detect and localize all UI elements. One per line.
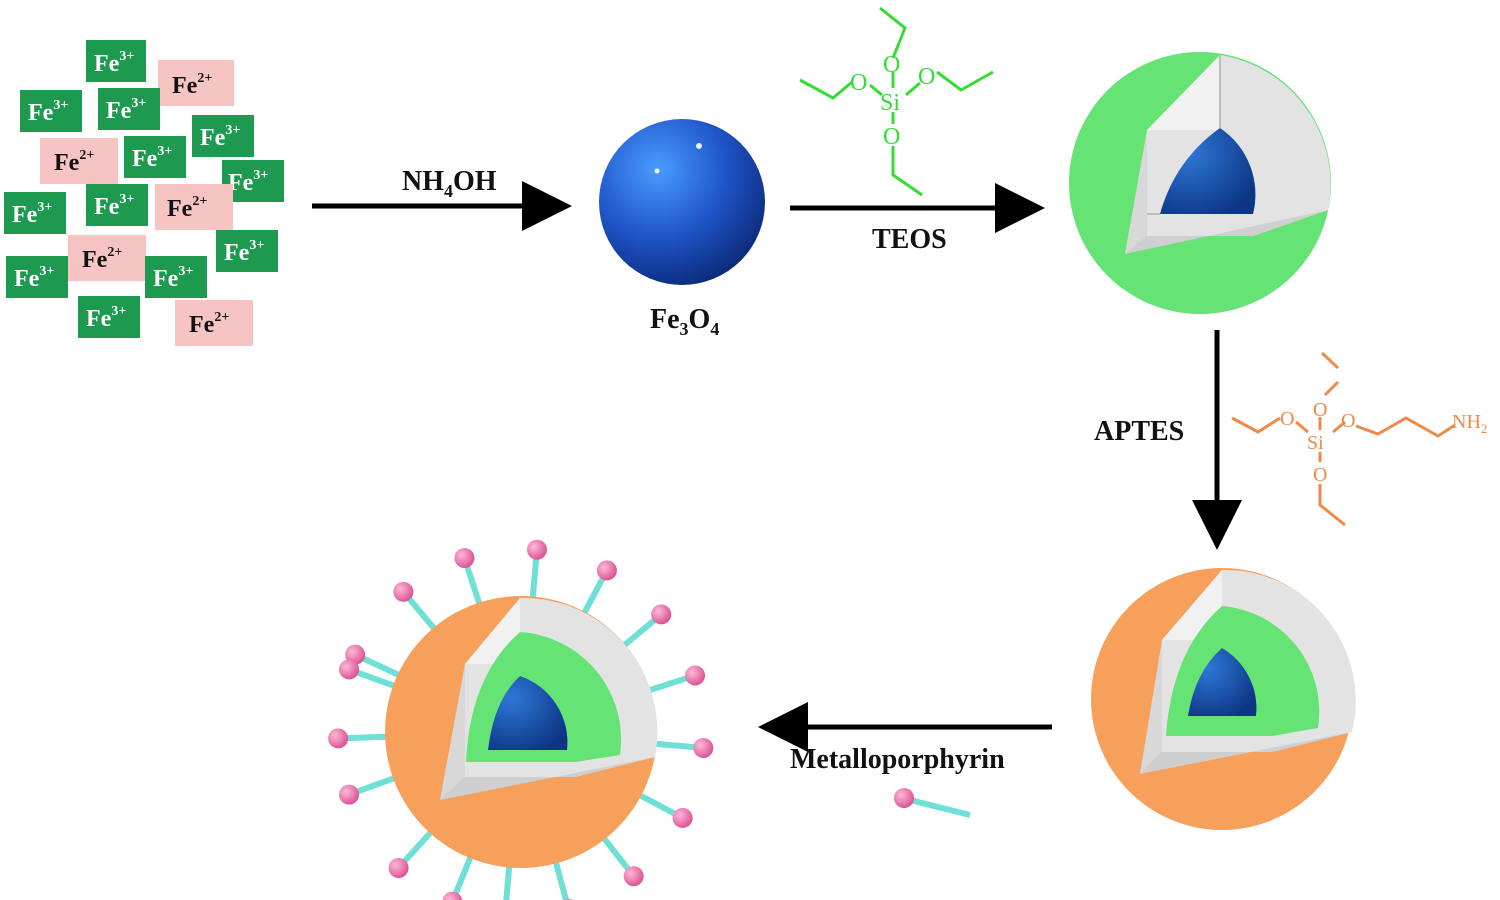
fe3o4-sio2-nh2-particle xyxy=(1091,568,1356,830)
teos-structure xyxy=(799,6,994,197)
svg-text:O: O xyxy=(883,52,900,78)
fe2-ion: Fe2+ xyxy=(175,300,253,346)
fe3-ion: Fe3+ xyxy=(78,296,140,338)
fe3-ion: Fe3+ xyxy=(4,192,66,234)
svg-text:Fe2+: Fe2+ xyxy=(189,310,229,338)
arrow-nh4oh-step: NH4OH xyxy=(312,166,572,231)
svg-text:Fe3+: Fe3+ xyxy=(224,238,264,266)
fe2-ion: Fe2+ xyxy=(68,235,146,281)
porphyrin-ball xyxy=(596,560,617,581)
porphyrin-ball xyxy=(672,807,693,828)
fe3-ion: Fe3+ xyxy=(216,230,278,272)
porphyrin-stick xyxy=(503,859,513,900)
svg-text:Fe3+: Fe3+ xyxy=(86,304,126,332)
nh4oh-label: NH4OH xyxy=(402,166,497,201)
fe3-ion: Fe3+ xyxy=(86,184,148,226)
porphyrin-ball xyxy=(328,728,349,749)
svg-text:Fe3+: Fe3+ xyxy=(200,123,240,151)
aptes-structure xyxy=(1231,351,1456,527)
fe3-ion: Fe3+ xyxy=(124,136,186,178)
porphyrin-ball xyxy=(623,866,644,887)
fe3-ion: Fe3+ xyxy=(20,90,82,132)
arrow-metalloporphyrin-step: Metalloporphyrin xyxy=(758,702,1052,818)
fe3o4-sio2-particle xyxy=(1069,52,1331,314)
final-particle xyxy=(328,539,714,900)
svg-text:O: O xyxy=(1313,464,1327,486)
svg-text:Fe3+: Fe3+ xyxy=(94,49,134,77)
porphyrin-ball xyxy=(388,857,409,878)
metalloporphyrin-label: Metalloporphyrin xyxy=(790,744,1005,775)
porphyrin-ball xyxy=(526,539,547,560)
fe3o4-label: Fe3O4 xyxy=(650,304,719,339)
svg-text:Si: Si xyxy=(1307,432,1324,454)
svg-text:O: O xyxy=(1313,399,1327,421)
svg-text:O: O xyxy=(883,124,900,150)
metalloporphyrin-icon xyxy=(894,788,971,818)
fe3o4-particle xyxy=(599,119,765,285)
fe-ion-cluster: Fe3+ Fe2+ Fe3+ Fe3+ Fe3+ Fe2+ Fe3+ Fe3+ xyxy=(4,40,284,346)
arrow-aptes-step: APTES xyxy=(1094,330,1242,550)
fe3-ion: Fe3+ xyxy=(145,256,207,298)
svg-text:Fe3+: Fe3+ xyxy=(106,96,146,124)
svg-text:Fe2+: Fe2+ xyxy=(172,71,212,99)
teos-label: TEOS xyxy=(872,224,947,255)
fe3-ion: Fe3+ xyxy=(98,88,160,130)
svg-text:O: O xyxy=(1280,408,1294,430)
porphyrin-ball xyxy=(393,581,414,602)
svg-text:Fe2+: Fe2+ xyxy=(167,194,207,222)
aptes-label: APTES xyxy=(1094,416,1184,447)
svg-text:O: O xyxy=(918,64,935,90)
porphyrin-ball xyxy=(651,604,672,625)
fe3-ion: Fe3+ xyxy=(86,40,146,82)
porphyrin-ball xyxy=(442,891,463,900)
svg-text:Fe2+: Fe2+ xyxy=(54,148,94,176)
fe2-ion: Fe2+ xyxy=(155,184,233,230)
porphyrin-ball xyxy=(339,784,360,805)
svg-text:Fe3+: Fe3+ xyxy=(12,200,52,228)
svg-text:Fe3+: Fe3+ xyxy=(132,144,172,172)
aptes-atoms: O O O Si O NH2 xyxy=(1280,399,1487,486)
svg-text:O: O xyxy=(850,70,867,96)
fe2-ion: Fe2+ xyxy=(40,138,118,184)
svg-text:O: O xyxy=(1341,410,1355,432)
svg-text:Fe3+: Fe3+ xyxy=(94,192,134,220)
porphyrin-ball xyxy=(693,737,714,758)
svg-text:Fe3+: Fe3+ xyxy=(153,264,193,292)
porphyrin-ball xyxy=(454,547,475,568)
svg-text:Fe2+: Fe2+ xyxy=(82,245,122,273)
porphyrin-balls xyxy=(328,539,714,900)
svg-text:Fe3+: Fe3+ xyxy=(14,264,54,292)
porphyrin-ball xyxy=(339,659,360,680)
svg-text:NH2: NH2 xyxy=(1452,411,1487,436)
porphyrin-ball xyxy=(685,665,706,686)
fe3-ion: Fe3+ xyxy=(6,256,68,298)
arrow-teos-step: TEOS xyxy=(790,183,1045,255)
svg-text:Fe3+: Fe3+ xyxy=(28,98,68,126)
svg-text:Si: Si xyxy=(880,90,900,116)
fe3-ion: Fe3+ xyxy=(192,115,254,157)
teos-atoms: O O O Si O xyxy=(850,52,935,150)
fe2-ion: Fe2+ xyxy=(158,60,234,106)
